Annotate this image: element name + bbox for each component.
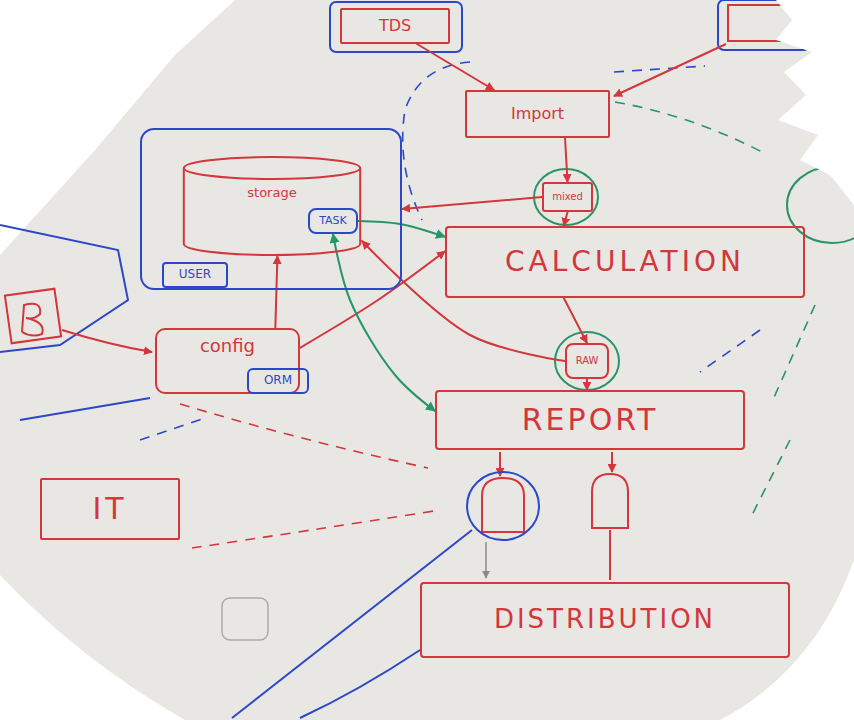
dashed-guide <box>615 102 762 152</box>
node-label: TDS <box>379 17 411 35</box>
process-box: Import <box>465 90 610 138</box>
highlight-circle <box>534 169 598 225</box>
dashed-guide <box>614 66 705 72</box>
wire <box>20 398 150 420</box>
config-box: configORM <box>155 328 300 394</box>
arrow-connector <box>564 212 568 226</box>
node-label: storage <box>247 186 296 201</box>
node-label: Import <box>511 105 564 123</box>
wire <box>609 530 611 580</box>
torn-edge <box>776 0 854 205</box>
node-label: CALCULATION <box>505 246 745 278</box>
process-box: DISTRIBUTION <box>420 582 790 658</box>
source-box: TDS <box>340 8 450 44</box>
output-symbol <box>592 474 628 528</box>
storage-cylinder: storageTASK <box>182 156 362 256</box>
group-outline <box>0 225 128 352</box>
wire <box>300 650 420 718</box>
node-label: USER <box>179 268 211 282</box>
output-arrow <box>611 452 613 472</box>
arrow-connector <box>275 256 277 328</box>
dashed-guide <box>192 510 440 548</box>
dashed-guide <box>772 305 815 402</box>
node-label: DISTRIBUTION <box>494 605 716 635</box>
dashed-guide <box>752 440 790 515</box>
arrow-connector <box>564 298 587 343</box>
node-label: config <box>200 336 255 357</box>
buffer-box: RAW <box>565 343 609 379</box>
arrow-connector <box>300 251 445 348</box>
arrow-connector <box>417 44 494 90</box>
dashed-guide <box>700 330 760 372</box>
cylinder-outline <box>182 156 362 256</box>
arrow-connector <box>586 379 588 390</box>
cylinder-outline <box>184 157 360 255</box>
highlight-circle <box>555 332 619 390</box>
input-arrow <box>614 44 726 96</box>
arrow-connector <box>565 138 567 182</box>
scribble <box>22 304 43 336</box>
dashed-guide <box>180 404 428 468</box>
input-arrow <box>62 330 152 352</box>
buffer-box: mixed <box>542 182 593 212</box>
wire <box>485 542 487 578</box>
arrow-connector <box>333 234 435 411</box>
node-label: REPORT <box>522 403 659 438</box>
node-label: TASK <box>319 215 347 228</box>
process-box: CALCULATION <box>445 226 805 298</box>
arrow-connector <box>402 197 542 209</box>
faint-square <box>222 598 268 640</box>
process-box: REPORT <box>435 390 745 450</box>
output-symbol <box>482 478 524 532</box>
user-tag: USER <box>162 262 228 288</box>
node-label: ORM <box>264 374 292 388</box>
orm-tag: ORM <box>247 368 309 394</box>
source-box <box>5 289 61 343</box>
task-tag: TASK <box>308 208 358 234</box>
node-label: RAW <box>576 355 599 367</box>
node-label: mixed <box>552 191 583 203</box>
external-box: IT <box>40 478 180 540</box>
highlight-circle <box>467 472 539 540</box>
dashed-guide <box>403 62 470 220</box>
source-outline <box>330 2 462 52</box>
dashed-guide <box>140 418 205 440</box>
node-label: IT <box>92 492 127 527</box>
storage-frame: storageTASK USER <box>140 128 402 290</box>
